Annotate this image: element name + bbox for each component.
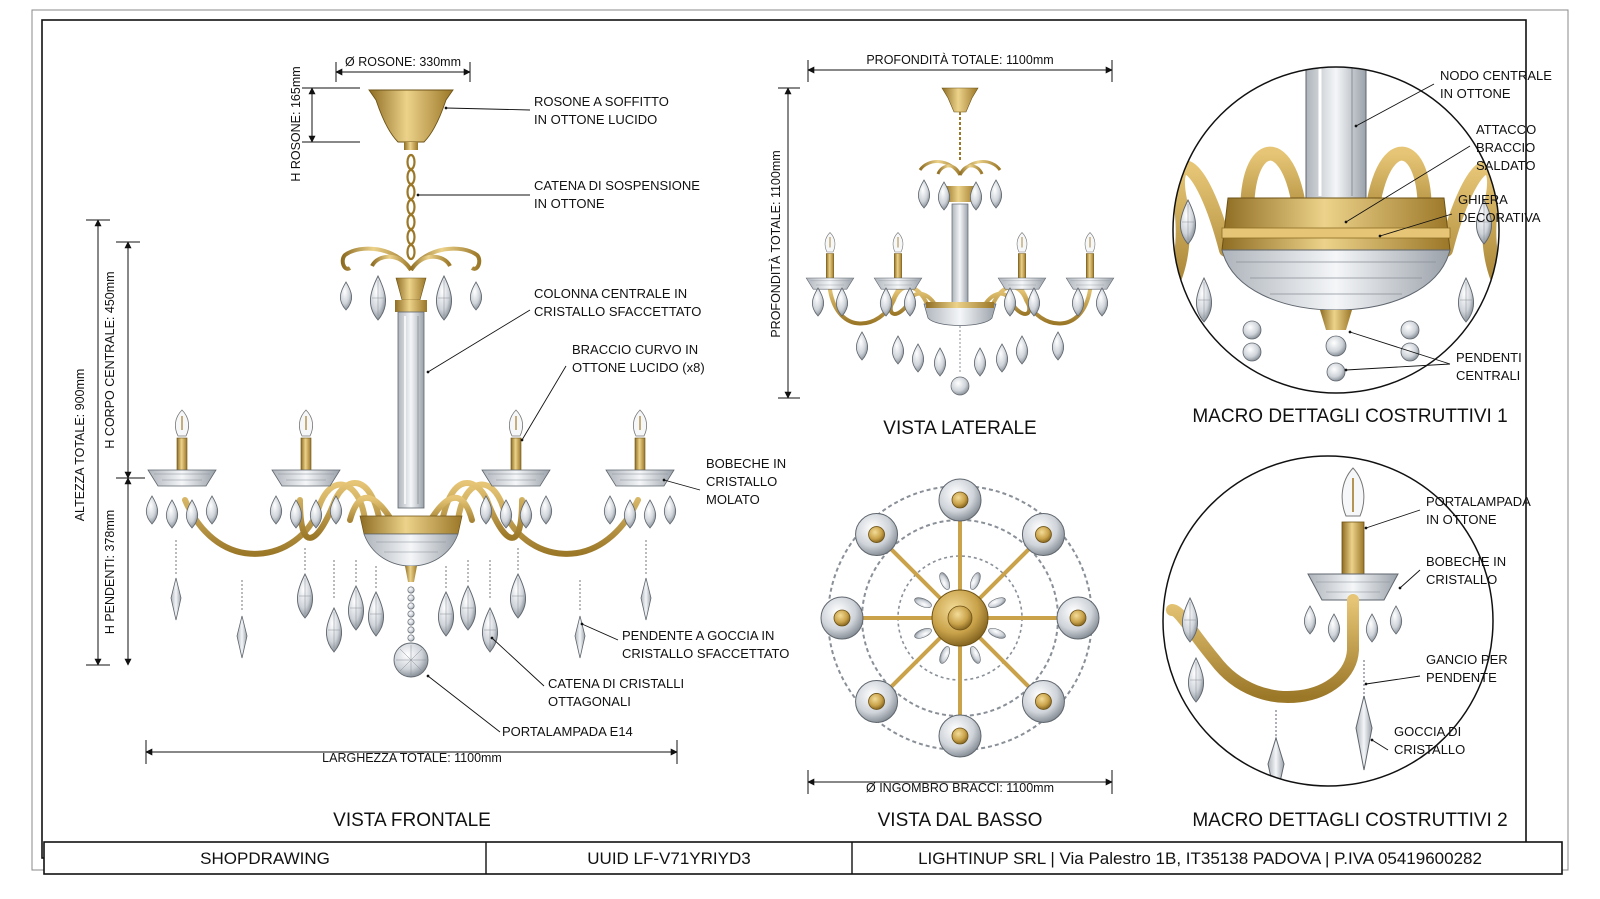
bottom-crystal-leaf	[988, 597, 1006, 609]
bottom-view: Ø INGOMBRO BRACCI: 1100mm VISTA DAL BASS…	[807, 478, 1113, 831]
bottom-candle-cup	[868, 693, 885, 710]
callout-portalampada-e14: PORTALAMPADA E14	[502, 724, 633, 739]
bottom-candle-cup	[951, 727, 969, 745]
bottom-candle-cup	[1035, 526, 1052, 543]
bottom-candle-cup	[833, 609, 851, 627]
central-body-height-label: H CORPO CENTRALE: 450mm	[103, 271, 117, 448]
title-block: SHOPDRAWING UUID LF-V71YRIYD3 LIGHTINUP …	[43, 841, 1563, 875]
macro1-callout-ghiera: GHIERA DECORATIVA	[1458, 192, 1541, 225]
macro2-title: MACRO DETTAGLI COSTRUTTIVI 2	[1192, 810, 1507, 831]
pendants-height-label: H PENDENTI: 378mm	[103, 510, 117, 634]
macro2-callout-goccia: GOCCIA DI CRISTALLO	[1394, 724, 1465, 757]
macro1-callout-pendenti: PENDENTI CENTRALI	[1456, 350, 1525, 383]
callout-catena-cristalli: CATENA DI CRISTALLI OTTAGONALI	[548, 676, 688, 709]
bottom-candle-cup	[951, 491, 969, 509]
macro-detail-1: NODO CENTRALE IN OTTONE ATTACCO BRACCIO …	[1172, 66, 1556, 427]
rosone-diameter-label: Ø ROSONE: 330mm	[345, 55, 461, 69]
macro1-title: MACRO DETTAGLI COSTRUTTIVI 1	[1192, 406, 1507, 427]
bottom-crystal-leaf	[914, 597, 932, 609]
side-depth-top-label: PROFONDITÀ TOTALE: 1100mm	[866, 52, 1053, 67]
rosone-height-label: H ROSONE: 165mm	[289, 66, 303, 181]
macro2-callout-portalampada: PORTALAMPADA IN OTTONE	[1426, 494, 1534, 527]
side-view: PROFONDITÀ TOTALE: 1100mm PROFONDITÀ TOT…	[768, 52, 1115, 439]
macro1-callout-nodo: NODO CENTRALE IN OTTONE	[1440, 68, 1556, 101]
total-height-label: ALTEZZA TOTALE: 900mm	[73, 369, 87, 522]
bottom-central-knob	[947, 605, 973, 631]
doc-type-label: SHOPDRAWING	[200, 849, 330, 868]
side-depth-vertical-label: PROFONDITÀ TOTALE: 1100mm	[768, 150, 783, 337]
macro2-callout-bobeche: BOBECHE IN CRISTALLO	[1426, 554, 1510, 587]
chandelier-bottom-drawing	[820, 478, 1100, 758]
macro1-callout-attacco: ATTACCO BRACCIO SALDATO	[1476, 122, 1540, 173]
uuid-label: UUID LF-V71YRIYD3	[587, 849, 750, 868]
callout-bobeche: BOBECHE IN CRISTALLO MOLATO	[706, 456, 790, 507]
bottom-candle-cup	[1035, 693, 1052, 710]
macro-detail-2: PORTALAMPADA IN OTTONE BOBECHE IN CRISTA…	[1162, 455, 1534, 831]
bottom-candle-cup	[868, 526, 885, 543]
bottom-candle-cup	[1069, 609, 1087, 627]
front-view: Ø ROSONE: 330mm H ROSONE: 165mm ALTEZZA …	[73, 55, 790, 831]
bottom-crystal-leaf	[914, 627, 932, 639]
bottom-crystal-leaf	[969, 646, 981, 664]
front-view-title: VISTA FRONTALE	[333, 810, 491, 831]
bottom-crystal-leaf	[988, 627, 1006, 639]
bottom-view-title: VISTA DAL BASSO	[878, 810, 1043, 831]
callout-pendente-goccia: PENDENTE A GOCCIA IN CRISTALLO SFACCETTA…	[622, 628, 789, 661]
macro2-callout-gancio: GANCIO PER PENDENTE	[1426, 652, 1511, 685]
bottom-crystal-leaf	[969, 572, 981, 590]
bottom-arms-span-label: Ø INGOMBRO BRACCI: 1100mm	[866, 781, 1054, 795]
chandelier-side-drawing	[805, 87, 1115, 396]
callout-colonna-centrale: COLONNA CENTRALE IN CRISTALLO SFACCETTAT…	[534, 286, 701, 319]
callout-rosone: ROSONE A SOFFITTO IN OTTONE LUCIDO	[534, 94, 672, 127]
bottom-crystal-leaf	[939, 572, 951, 590]
side-view-title: VISTA LATERALE	[883, 418, 1036, 439]
company-label: LIGHTINUP SRL | Via Palestro 1B, IT35138…	[918, 849, 1482, 868]
total-width-label: LARGHEZZA TOTALE: 1100mm	[322, 751, 502, 765]
chandelier-front-drawing	[145, 89, 677, 678]
callout-braccio-curvo: BRACCIO CURVO IN OTTONE LUCIDO (x8)	[572, 342, 705, 375]
callout-catena-sospensione: CATENA DI SOSPENSIONE IN OTTONE	[534, 178, 704, 211]
bottom-crystal-leaf	[939, 646, 951, 664]
